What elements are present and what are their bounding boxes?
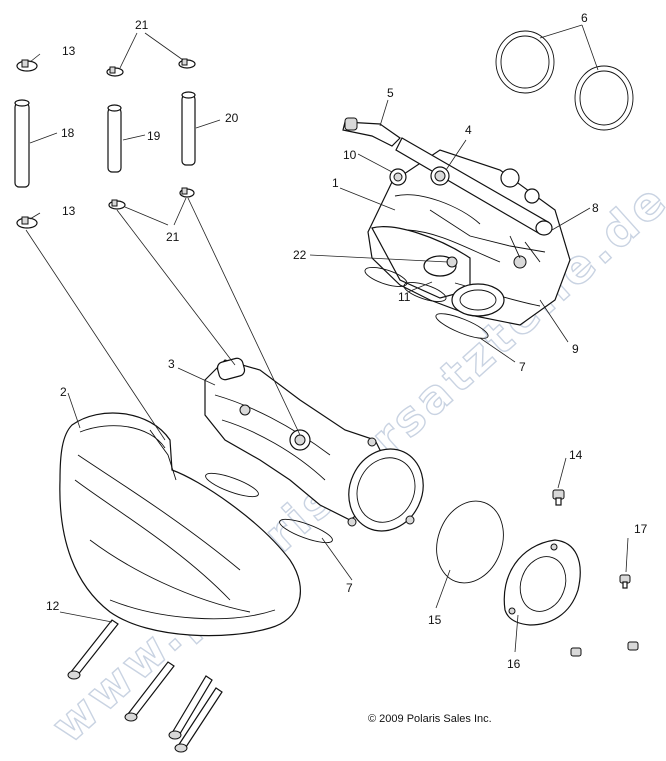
clamp-21-d xyxy=(179,187,195,198)
callout-15: 15 xyxy=(428,613,442,627)
o-ring-6-b xyxy=(574,65,634,131)
o-ring-15 xyxy=(436,500,504,584)
bolt-12-b xyxy=(124,661,175,722)
callout-20: 20 xyxy=(225,111,239,125)
o-ring-6-a xyxy=(495,30,555,94)
callout-17: 17 xyxy=(634,522,648,536)
gasket-rear-11 xyxy=(403,282,447,302)
rear-intake-assembly xyxy=(342,117,571,326)
clamp-13-top xyxy=(16,59,38,72)
intake-plenum-2 xyxy=(59,412,301,637)
gasket-7-front-b xyxy=(279,518,333,544)
callout-7-rear: 7 xyxy=(519,360,526,374)
hose-19 xyxy=(107,104,122,173)
callout-11: 11 xyxy=(398,290,411,304)
clamp-13-bottom xyxy=(16,216,38,229)
screw-14 xyxy=(552,489,565,506)
bolt-12-c xyxy=(168,675,213,740)
callout-13-top: 13 xyxy=(62,44,76,58)
callout-5: 5 xyxy=(387,86,394,100)
callout-1: 1 xyxy=(332,176,339,190)
callout-13-bottom: 13 xyxy=(62,204,76,218)
bolt-12-a xyxy=(67,619,119,680)
callout-22: 22 xyxy=(293,248,307,262)
callout-18: 18 xyxy=(61,126,75,140)
callout-21-bottom: 21 xyxy=(166,230,180,244)
adapter-plate-16 xyxy=(503,539,581,626)
bolt-12-d xyxy=(174,687,223,753)
callouts: 13 21 18 19 20 13 21 5 4 10 1 6 8 22 11 … xyxy=(46,11,648,671)
callout-21-top: 21 xyxy=(135,18,149,32)
callout-16: 16 xyxy=(507,657,521,671)
callout-4: 4 xyxy=(465,123,472,137)
gasket-7-rear xyxy=(435,313,489,339)
screw-17-b xyxy=(570,647,582,657)
callout-9: 9 xyxy=(572,342,579,356)
callout-19: 19 xyxy=(147,129,161,143)
callout-8: 8 xyxy=(592,201,599,215)
callout-12: 12 xyxy=(46,599,60,613)
callout-7-front: 7 xyxy=(346,581,353,595)
callout-6: 6 xyxy=(581,11,588,25)
screw-17-a xyxy=(619,574,631,589)
screw-17-c xyxy=(627,641,639,651)
clamp-21-a xyxy=(106,66,124,77)
clamp-21-b xyxy=(178,58,196,69)
copyright-text: © 2009 Polaris Sales Inc. xyxy=(368,713,492,725)
callout-14: 14 xyxy=(569,448,583,462)
callout-3: 3 xyxy=(168,357,175,371)
leader-lines xyxy=(25,24,629,653)
gasket-7-front-a xyxy=(205,472,259,498)
callout-10: 10 xyxy=(343,148,357,162)
clamp-21-c xyxy=(108,199,126,210)
gasket-rear-22 xyxy=(364,267,408,287)
callout-2: 2 xyxy=(60,385,67,399)
hose-18 xyxy=(14,99,30,188)
hose-20 xyxy=(181,91,196,166)
front-throttle-body-3 xyxy=(204,357,424,532)
